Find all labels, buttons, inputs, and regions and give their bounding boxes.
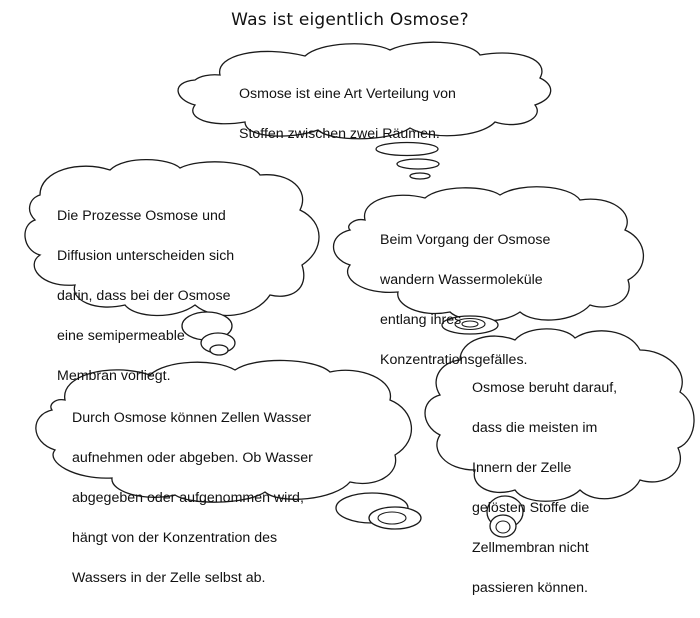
text-line: eine semipermeable xyxy=(57,328,185,344)
text-line: Konzentrationsgefälles. xyxy=(380,352,528,368)
text-line: wandern Wassermoleküle xyxy=(380,272,543,288)
bubble-text-left-middle: Die Prozesse Osmose und Diffusion unters… xyxy=(57,186,234,406)
text-line: Diffusion unterscheiden sich xyxy=(57,248,235,264)
bubble-text-bottom-right: Osmose beruht darauf, dass die meisten i… xyxy=(472,358,617,618)
text-line: darin, dass bei der Osmose xyxy=(57,288,231,304)
thought-cloud-bottom-right xyxy=(424,328,695,538)
text-line: hängt von der Konzentration des xyxy=(72,530,278,546)
thought-cloud-left-middle xyxy=(24,159,320,356)
text-line: Zellmembran nicht xyxy=(472,540,589,556)
text-line: Durch Osmose können Zellen Wasser xyxy=(72,410,312,426)
text-line: Stoffen zwischen zwei Räumen. xyxy=(239,126,440,142)
thought-cloud-bottom-left xyxy=(35,359,422,530)
text-line: Beim Vorgang der Osmose xyxy=(380,232,551,248)
thought-clouds-graphic xyxy=(24,41,695,538)
text-line: entlang ihres xyxy=(380,312,462,328)
text-line: Membran vorliegt. xyxy=(57,368,171,384)
text-line: Osmose ist eine Art Verteilung von xyxy=(239,86,456,102)
text-line: passieren können. xyxy=(472,580,588,596)
bubble-text-top: Osmose ist eine Art Verteilung von Stoff… xyxy=(239,64,456,164)
text-line: Die Prozesse Osmose und xyxy=(57,208,226,224)
bubble-text-right-middle: Beim Vorgang der Osmose wandern Wassermo… xyxy=(380,210,550,390)
text-line: dass die meisten im xyxy=(472,420,598,436)
thought-cloud-right-middle xyxy=(333,186,645,335)
text-line: Innern der Zelle xyxy=(472,460,572,476)
page-title: Was ist eigentlich Osmose? xyxy=(231,10,469,30)
text-line: gelösten Stoffe die xyxy=(472,500,590,516)
thought-cloud-top xyxy=(177,41,552,180)
text-line: abgegeben oder aufgenommen wird, xyxy=(72,490,304,506)
text-line: Osmose beruht darauf, xyxy=(472,380,618,396)
text-line: Wassers in der Zelle selbst ab. xyxy=(72,570,266,586)
text-line: aufnehmen oder abgeben. Ob Wasser xyxy=(72,450,313,466)
bubble-text-bottom-left: Durch Osmose können Zellen Wasser aufneh… xyxy=(72,388,313,608)
